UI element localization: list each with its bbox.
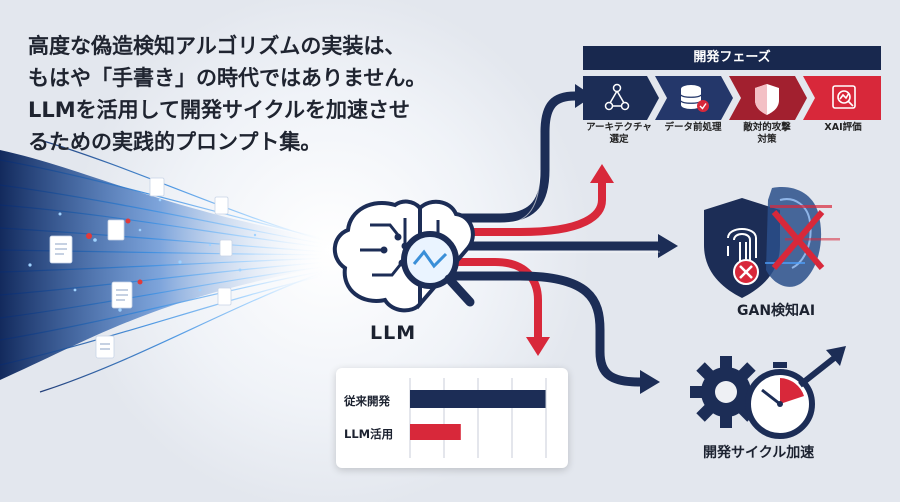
trend-arrow-icon bbox=[798, 346, 846, 388]
llm-label: LLM bbox=[370, 322, 417, 344]
stopwatch-icon bbox=[745, 362, 815, 439]
phase-label: アーキテクチャ 選定 bbox=[586, 122, 652, 145]
bar-label: LLM活用 bbox=[344, 427, 394, 441]
cycle-acceleration-label: 開発サイクル加速 bbox=[703, 445, 815, 461]
brain-magnifier-icon bbox=[332, 199, 475, 313]
phase-label: データ前処理 bbox=[664, 122, 722, 133]
headline-line: るための実践的プロンプト集。 bbox=[28, 130, 322, 154]
phase-label: 敵対的攻撃 対策 bbox=[743, 122, 791, 145]
network-icon bbox=[604, 83, 630, 111]
bar-llm bbox=[410, 424, 461, 440]
phase-chevron bbox=[803, 76, 881, 120]
bar-label: 従来開発 bbox=[344, 394, 390, 408]
phase-panel-title: 開発フェーズ bbox=[583, 46, 881, 70]
flow-arrows bbox=[452, 84, 678, 394]
shield-alert-icon bbox=[755, 84, 779, 115]
phase-label: XAI評価 bbox=[824, 122, 862, 133]
phase-chevrons bbox=[583, 76, 881, 120]
comparison-card: 従来開発 LLM活用 bbox=[336, 368, 568, 468]
comparison-chart bbox=[409, 378, 547, 458]
magnifier-chart-icon bbox=[832, 85, 856, 109]
headline-line: LLMを活用して開発サイクルを加速させ bbox=[28, 98, 410, 122]
headline-line: もはや「手書き」の時代ではありません。 bbox=[28, 66, 427, 90]
phase-panel: 開発フェーズ アーキテクチャ 選定 データ前処理 敵対的攻撃 bbox=[583, 46, 881, 156]
close-badge-icon bbox=[733, 259, 759, 285]
fake-face-icon bbox=[765, 187, 840, 287]
gan-detector-label: GAN検知AI bbox=[737, 303, 816, 319]
headline: 高度な偽造検知アルゴリズムの実装は、 もはや「手書き」の時代ではありません。 L… bbox=[28, 30, 498, 158]
data-stream bbox=[0, 139, 331, 393]
bar-traditional bbox=[410, 390, 546, 408]
headline-line: 高度な偽造検知アルゴリズムの実装は、 bbox=[28, 34, 406, 58]
database-check-icon bbox=[680, 85, 709, 112]
shield-fingerprint-icon bbox=[704, 198, 780, 298]
